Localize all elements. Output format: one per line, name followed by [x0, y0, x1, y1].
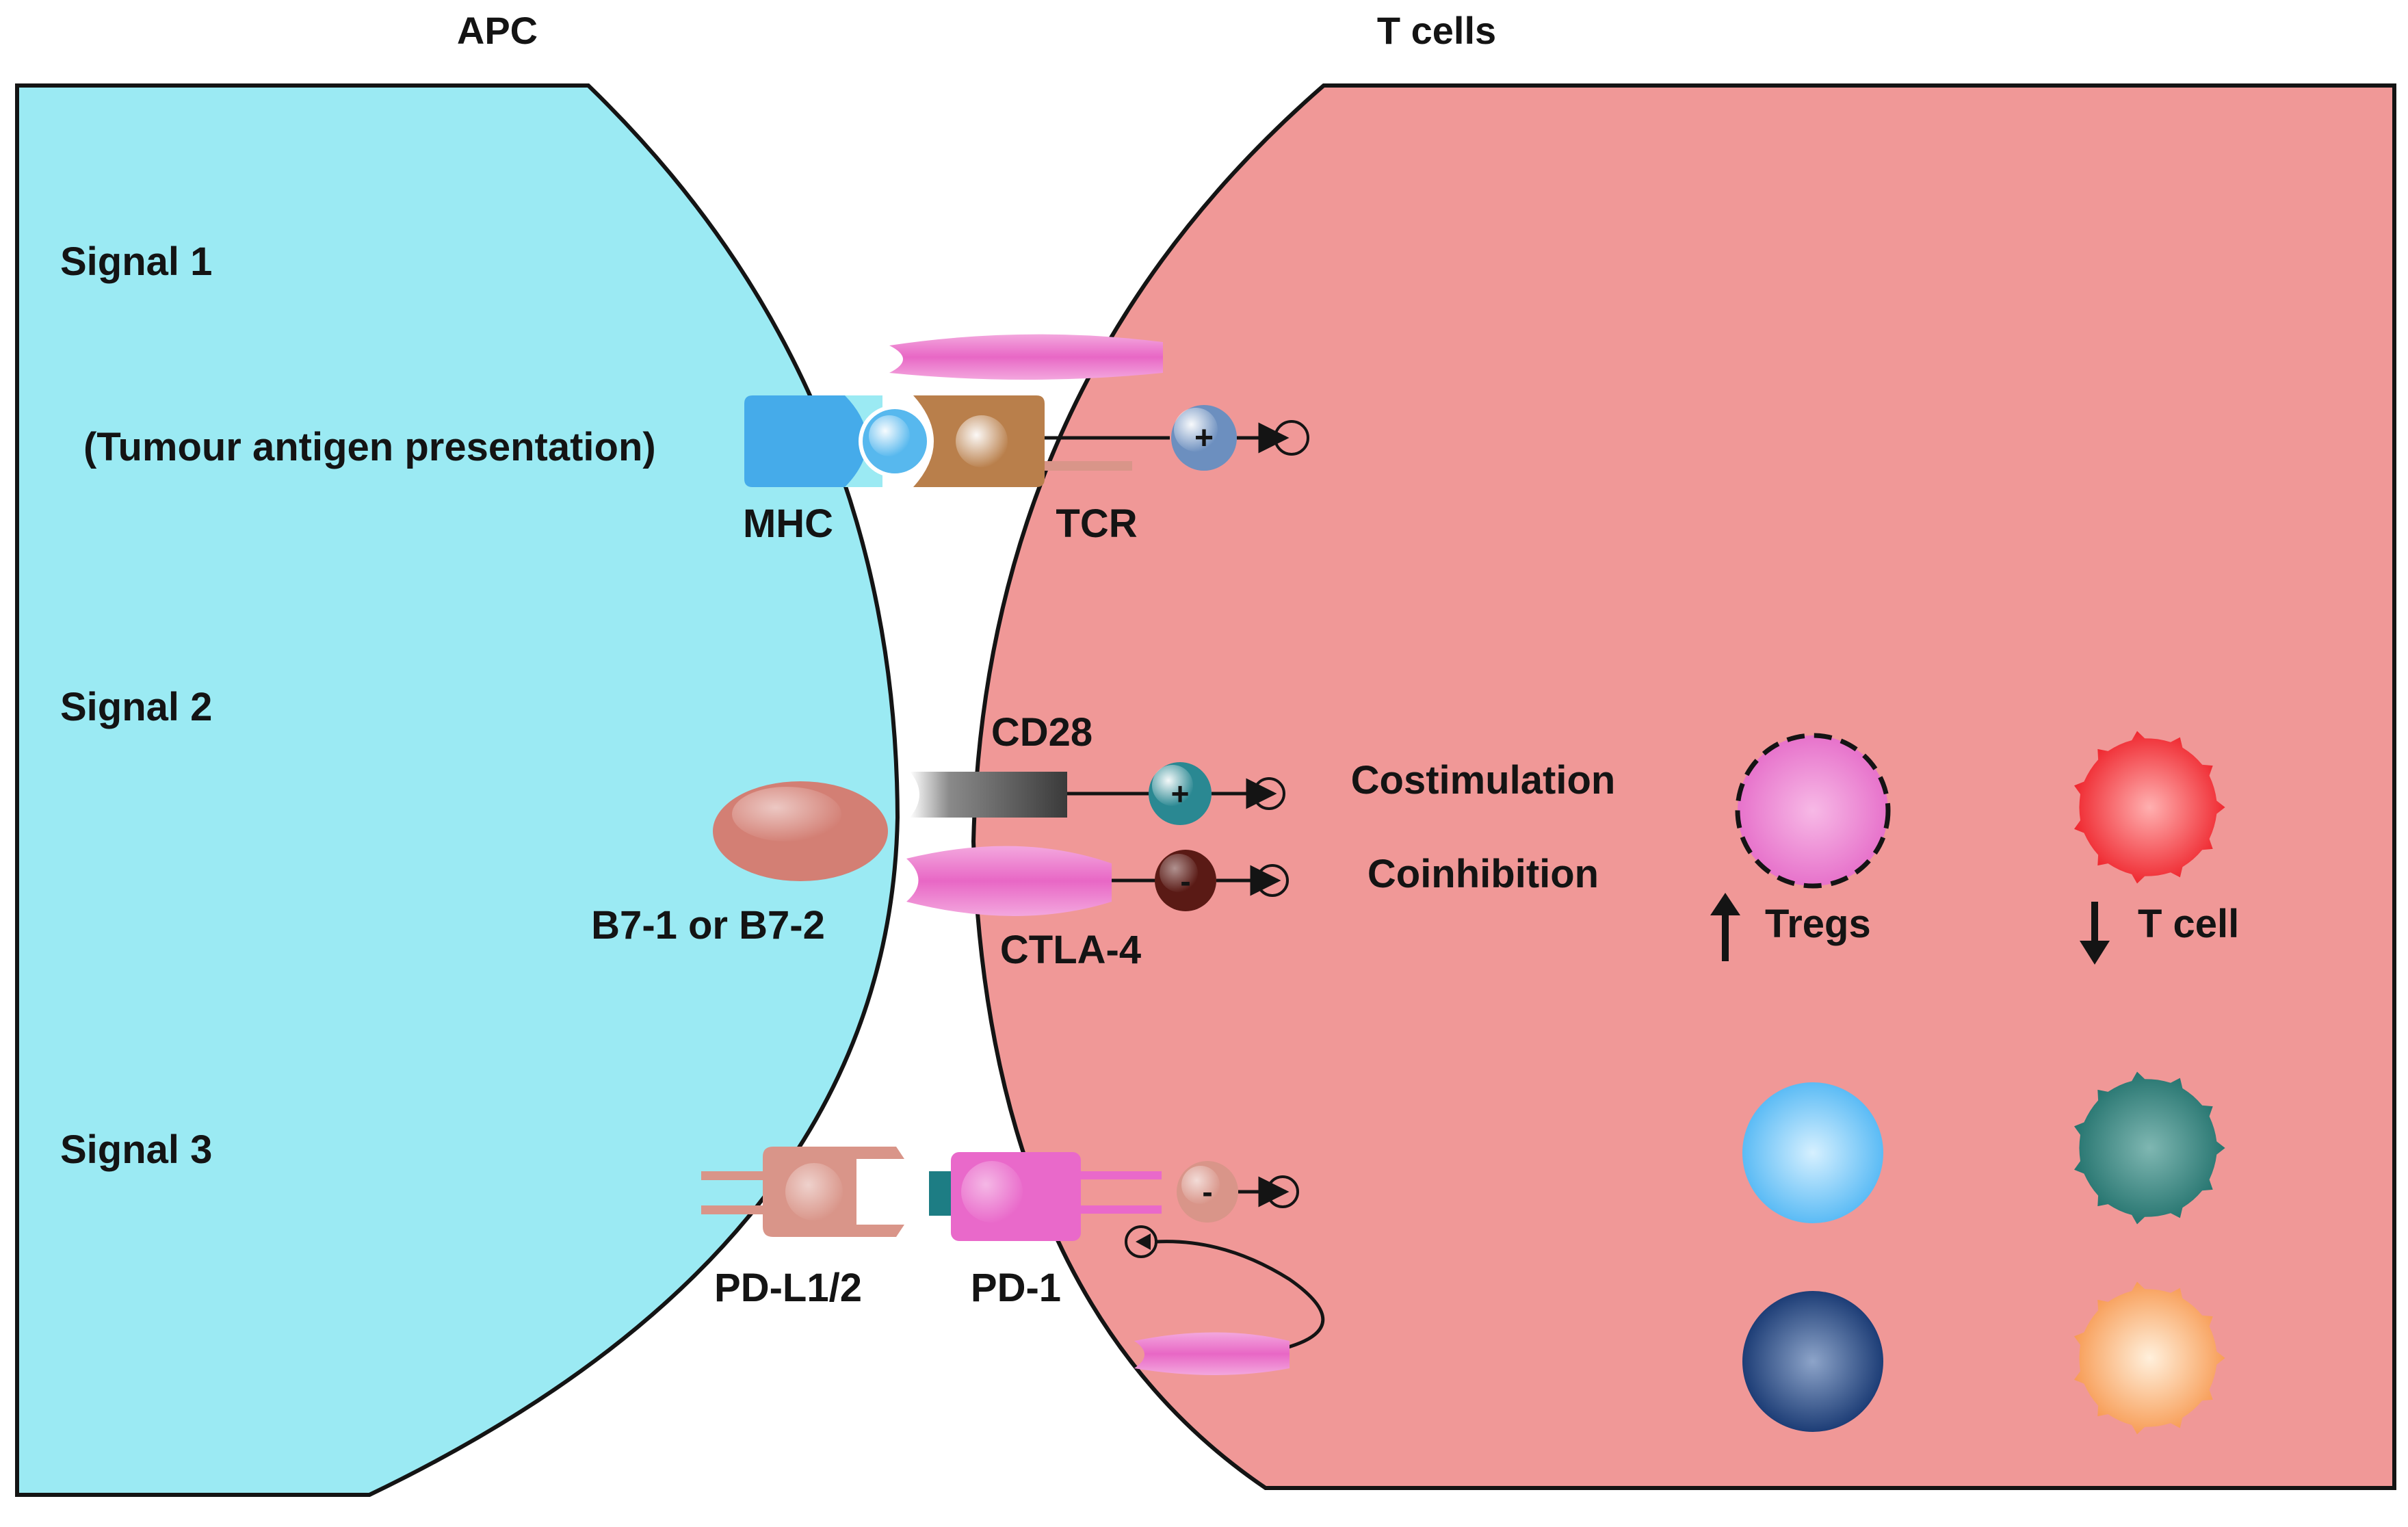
t-cell-label: T cell [2138, 902, 2239, 946]
pd1-output-circle [1266, 1175, 1299, 1208]
pd1-minus-node: - [1177, 1161, 1238, 1223]
apc-header: APC [457, 9, 538, 52]
cd28-label: CD28 [991, 710, 1092, 755]
feedback-loop-circle [1125, 1225, 1157, 1258]
tcr-plus-node: + [1171, 405, 1237, 471]
svg-text:-: - [1202, 1174, 1212, 1210]
pdl-label: PD-L1/2 [714, 1266, 862, 1310]
signal-2-title: Signal 2 [60, 685, 212, 729]
apc-cell-body [15, 83, 900, 1497]
ctla4-output-circle [1256, 864, 1289, 897]
feedback-loop-arrow [1155, 1240, 1325, 1350]
svg-text:-: - [1180, 863, 1190, 899]
svg-text:+: + [1171, 776, 1190, 811]
t-cell-body [971, 83, 2396, 1490]
up-arrow-icon [1710, 893, 1740, 961]
pdl-molecule [701, 1147, 904, 1237]
feedback-loop-arrowhead [1136, 1234, 1151, 1250]
orange-spiky-cell-icon [2074, 1281, 2225, 1435]
pd1-ligand-ellipse [1134, 1332, 1290, 1375]
signal-3-title: Signal 3 [60, 1127, 212, 1172]
b7-molecule [713, 781, 888, 881]
tcr-molecule [913, 395, 1132, 487]
signal-1-subtitle: (Tumour antigen presentation) [83, 425, 656, 469]
tcr-output-circle [1274, 420, 1309, 456]
cd28-plus-node: + [1149, 762, 1212, 825]
ctla4-minus-node: - [1155, 850, 1216, 911]
down-arrow-icon [2080, 902, 2110, 965]
tcr-label: TCR [1056, 501, 1137, 546]
pd1-label: PD-1 [971, 1266, 1061, 1310]
teal-spiky-cell-icon [2074, 1071, 2225, 1225]
ctla4-label: CTLA-4 [1000, 928, 1141, 972]
peptide-antigen [859, 405, 931, 478]
b7-label: B7-1 or B7-2 [591, 903, 825, 948]
t-cells-header: T cells [1377, 9, 1496, 52]
treg-cell-icon [1735, 733, 1891, 889]
costimulation-label: Costimulation [1351, 758, 1616, 802]
pd1-molecule [929, 1152, 1162, 1241]
navy-cell-icon [1742, 1291, 1883, 1432]
light-blue-cell-icon [1742, 1082, 1883, 1223]
effector-t-cell-red-icon [2074, 731, 2225, 884]
free-antigen-ellipse [889, 334, 1163, 380]
cd28-molecule [910, 772, 1067, 818]
cd28-output-circle [1253, 777, 1285, 810]
tregs-label: Tregs [1765, 902, 1871, 946]
mhc-label: MHC [743, 501, 833, 546]
ctla4-molecule [906, 846, 1112, 916]
signal-1-title: Signal 1 [60, 239, 212, 284]
coinhibition-label: Coinhibition [1367, 852, 1599, 896]
svg-text:+: + [1194, 420, 1214, 456]
